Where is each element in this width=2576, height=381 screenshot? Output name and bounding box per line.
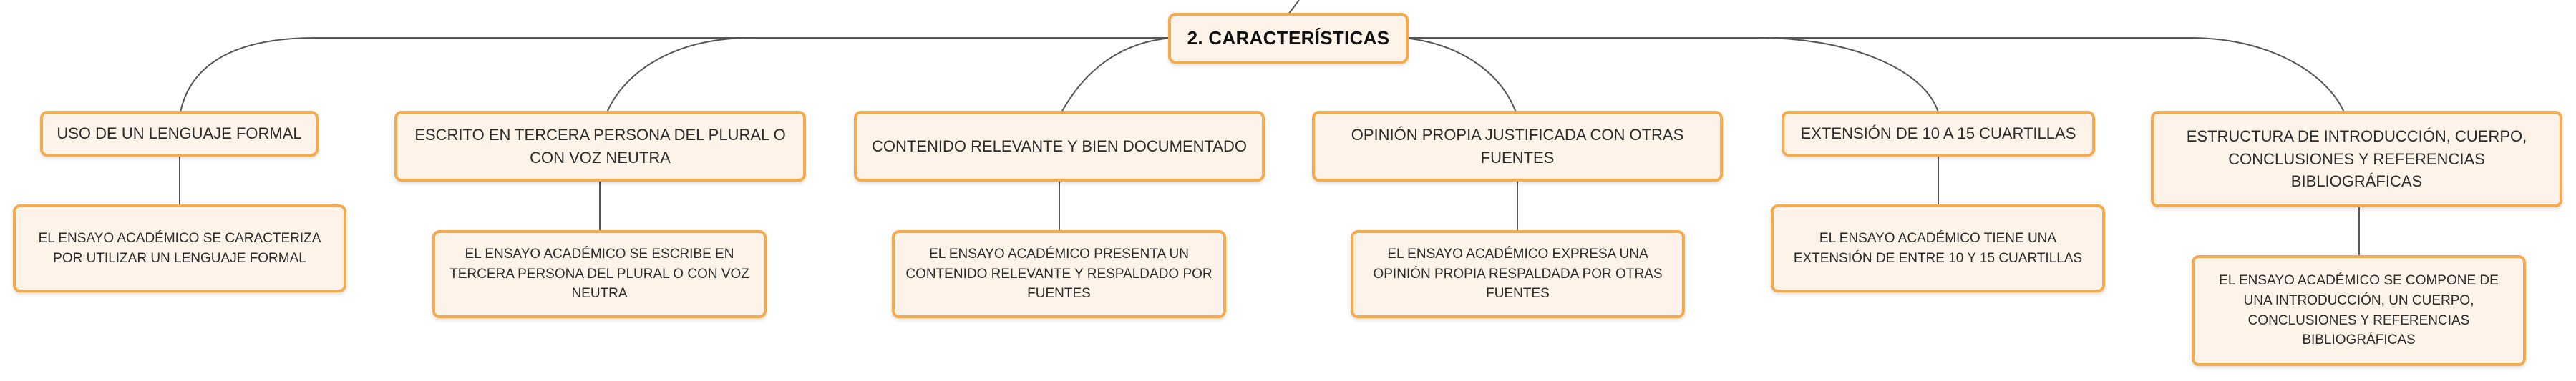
detail-label: EL ENSAYO ACADÉMICO SE COMPONE DE UNA IN… [2219,273,2499,348]
detail-label: EL ENSAYO ACADÉMICO PRESENTA UN CONTENID… [905,247,1212,302]
connector-root-topic-4 [1404,37,1517,113]
connector-root-parent [1288,0,1300,15]
connector-root-topic-3 [1061,37,1175,113]
connector-root-topic-2 [606,37,1174,113]
connector-root-topic-5 [1404,37,1939,113]
topic-node-lenguaje-formal[interactable]: USO DE UN LENGUAJE FORMAL [40,111,319,157]
connector-root-topic-1 [180,37,1174,113]
detail-node-contenido-relevante[interactable]: EL ENSAYO ACADÉMICO PRESENTA UN CONTENID… [892,230,1226,318]
connector-root-topic-6 [1404,37,2345,113]
detail-label: EL ENSAYO ACADÉMICO TIENE UNA EXTENSIÓN … [1793,230,2083,266]
topic-node-extension[interactable]: EXTENSIÓN DE 10 A 15 CUARTILLAS [1782,111,2095,157]
topic-label: OPINIÓN PROPIA JUSTIFICADA CON OTRAS FUE… [1351,125,1684,167]
topic-node-tercera-persona[interactable]: ESCRITO EN TERCERA PERSONA DEL PLURAL O … [394,111,806,182]
root-label: 2. CARACTERÍSTICAS [1187,27,1390,49]
detail-label: EL ENSAYO ACADÉMICO EXPRESA UNA OPINIÓN … [1373,247,1663,302]
topic-label: USO DE UN LENGUAJE FORMAL [57,124,302,143]
detail-label: EL ENSAYO ACADÉMICO SE CARACTERIZA POR U… [38,230,321,266]
detail-node-opinion-propia[interactable]: EL ENSAYO ACADÉMICO EXPRESA UNA OPINIÓN … [1351,230,1685,318]
detail-node-estructura[interactable]: EL ENSAYO ACADÉMICO SE COMPONE DE UNA IN… [2192,255,2526,366]
topic-node-opinion-propia[interactable]: OPINIÓN PROPIA JUSTIFICADA CON OTRAS FUE… [1312,111,1723,182]
detail-node-tercera-persona[interactable]: EL ENSAYO ACADÉMICO SE ESCRIBE EN TERCER… [432,230,767,318]
detail-node-lenguaje-formal[interactable]: EL ENSAYO ACADÉMICO SE CARACTERIZA POR U… [13,204,346,292]
topic-node-estructura[interactable]: ESTRUCTURA DE INTRODUCCIÓN, CUERPO, CONC… [2151,111,2562,207]
detail-label: EL ENSAYO ACADÉMICO SE ESCRIBE EN TERCER… [449,247,749,302]
topic-label: EXTENSIÓN DE 10 A 15 CUARTILLAS [1800,124,2076,143]
topic-node-contenido-relevante[interactable]: CONTENIDO RELEVANTE Y BIEN DOCUMENTADO [854,111,1265,182]
topic-label: ESTRUCTURA DE INTRODUCCIÓN, CUERPO, CONC… [2186,127,2527,191]
detail-node-extension[interactable]: EL ENSAYO ACADÉMICO TIENE UNA EXTENSIÓN … [1771,204,2105,292]
topic-label: CONTENIDO RELEVANTE Y BIEN DOCUMENTADO [871,137,1247,155]
topic-label: ESCRITO EN TERCERA PERSONA DEL PLURAL O … [414,125,786,167]
root-node[interactable]: 2. CARACTERÍSTICAS [1168,13,1409,64]
